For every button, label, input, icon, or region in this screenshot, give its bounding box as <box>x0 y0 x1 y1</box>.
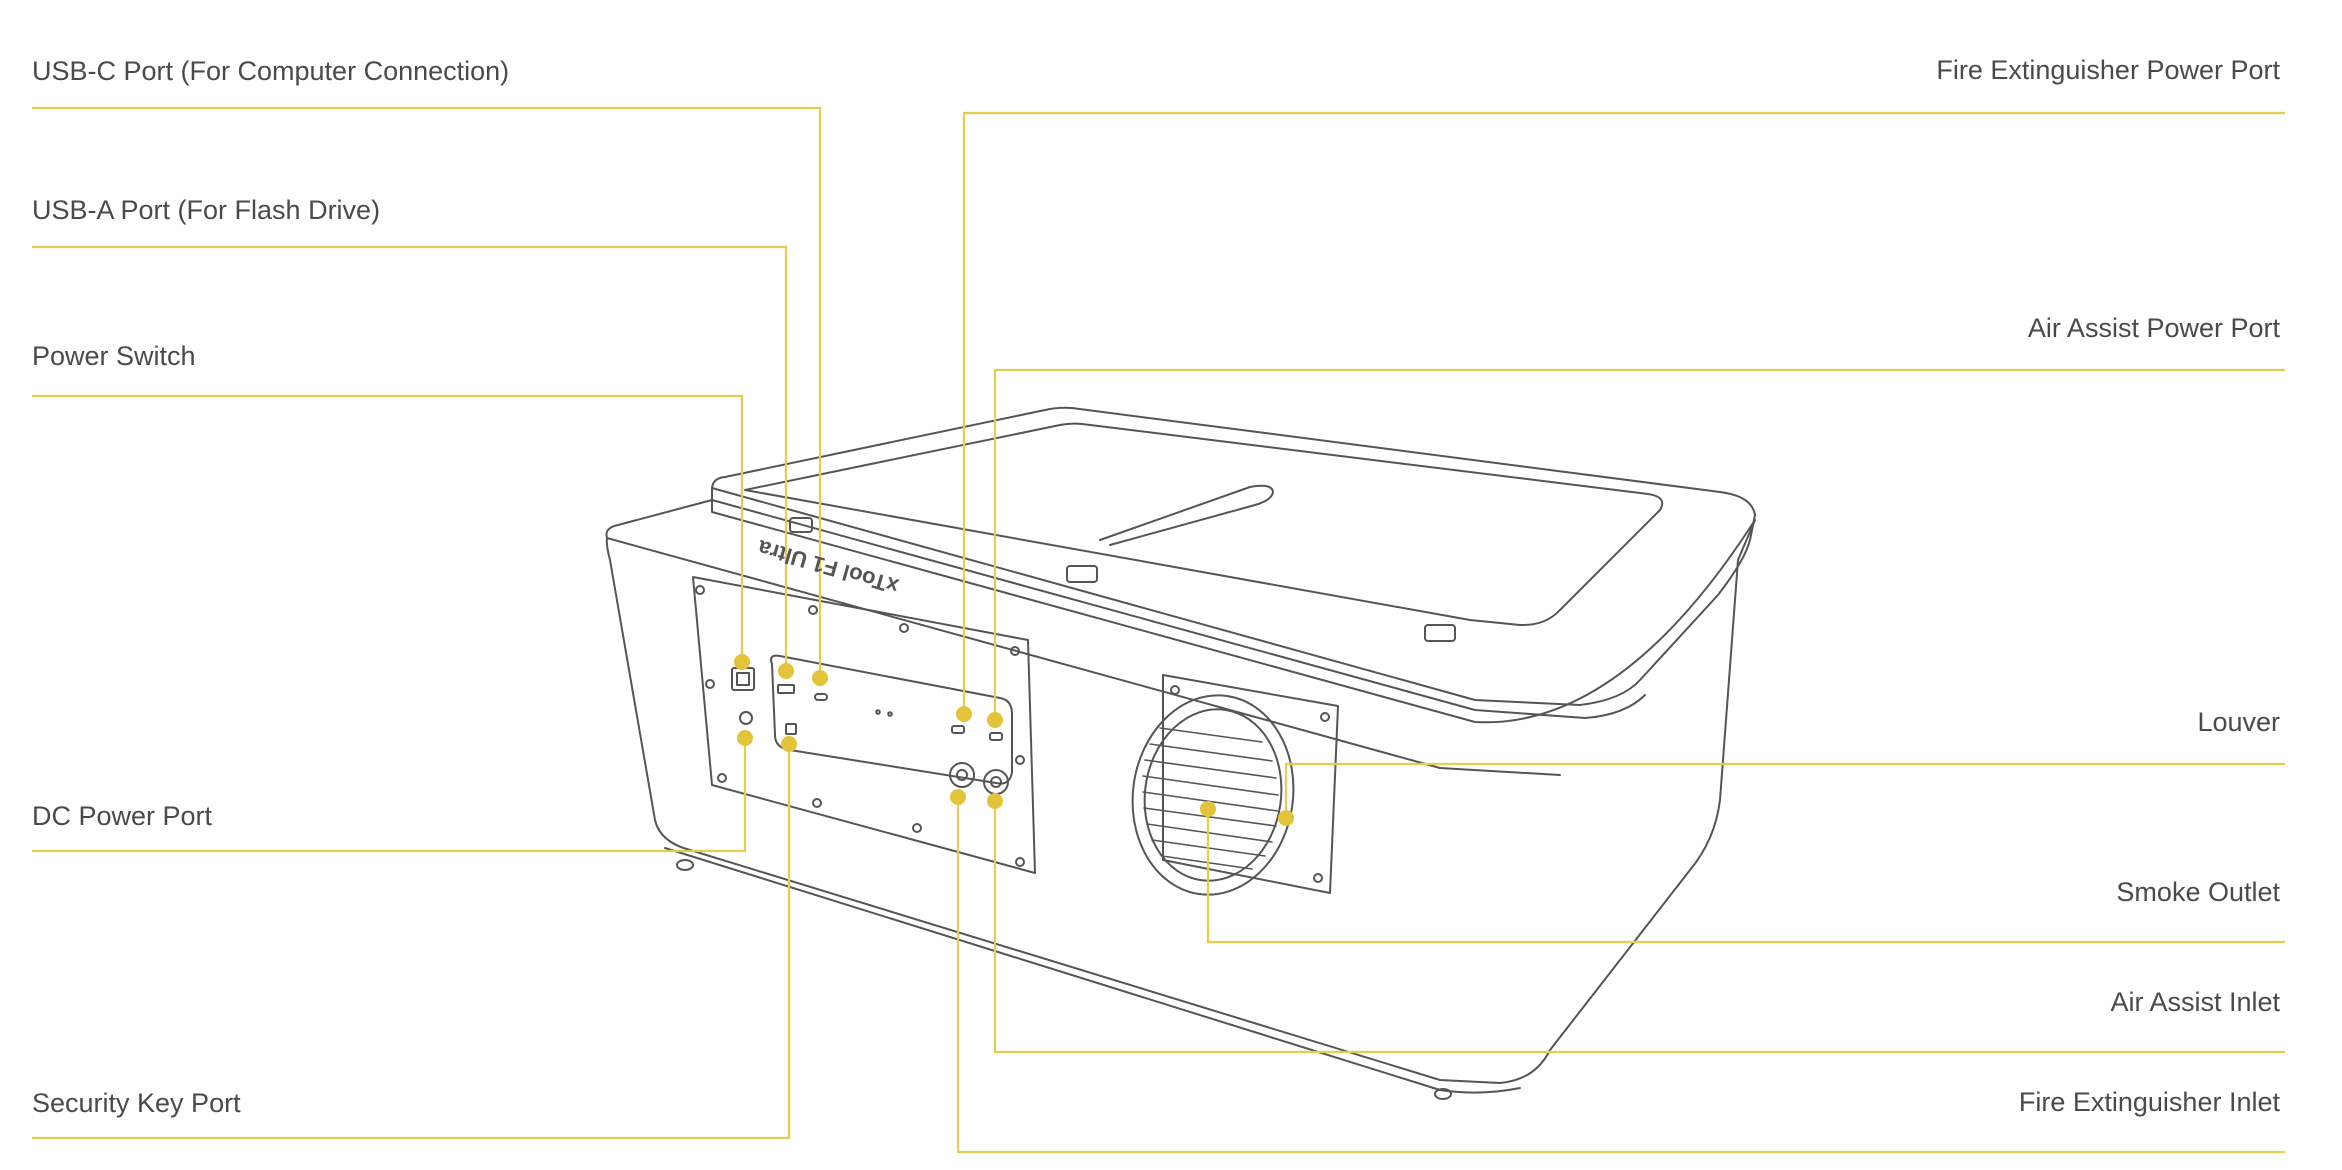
leader-dc-power <box>32 738 747 853</box>
dot-air-assist-power <box>987 712 1003 728</box>
dot-smoke-outlet <box>1200 801 1216 817</box>
hinge-center <box>1066 565 1098 583</box>
dot-dc-power <box>737 730 753 746</box>
control-panel <box>692 576 1036 874</box>
foot-left <box>676 859 694 871</box>
lid-handle <box>1099 484 1274 546</box>
usb-c-slot <box>814 693 828 701</box>
leader-fire-ext-power <box>962 111 2285 714</box>
leader-fire-ext-inlet <box>956 797 2285 1154</box>
fire-ext-inlet-nozzle <box>949 762 975 788</box>
leader-usb-a <box>32 245 788 670</box>
callout-dots <box>734 654 1294 826</box>
dot-power-switch <box>734 654 750 670</box>
label-fire-extinguisher-inlet: Fire Extinguisher Inlet <box>2018 1087 2280 1117</box>
dot-air-assist-inlet <box>987 793 1003 809</box>
power-switch-body <box>731 667 755 691</box>
control-panel-inner <box>770 654 1013 785</box>
leader-air-assist-power <box>993 368 2285 719</box>
dot-security-key <box>781 736 797 752</box>
fire-ext-power-slot <box>951 725 965 734</box>
label-air-assist-inlet: Air Assist Inlet <box>2110 987 2280 1017</box>
dot-usb-a <box>778 663 794 679</box>
leader-usb-c <box>32 106 822 676</box>
air-assist-power-slot <box>989 732 1003 741</box>
body-bottom-edge <box>664 847 1521 1094</box>
dot-fire-ext-inlet <box>950 789 966 805</box>
lid-outline <box>711 406 1756 706</box>
label-usb-a-port: USB-A Port (For Flash Drive) <box>32 195 381 225</box>
leader-security-key <box>32 744 791 1140</box>
leader-air-assist-inlet <box>993 801 2285 1054</box>
leader-lines <box>32 106 2285 1154</box>
dot-louver <box>1278 810 1294 826</box>
label-smoke-outlet: Smoke Outlet <box>2116 877 2280 907</box>
security-slot <box>785 723 797 735</box>
lid-window <box>744 422 1664 627</box>
leader-power-switch <box>32 394 744 661</box>
label-air-assist-power-port: Air Assist Power Port <box>2027 313 2280 343</box>
label-usb-c-port: USB-C Port (For Computer Connection) <box>32 56 510 86</box>
dot-fire-ext-power <box>956 706 972 722</box>
label-security-key-port: Security Key Port <box>32 1088 241 1118</box>
louver-ring-outer <box>1131 694 1295 896</box>
label-dc-power-port: DC Power Port <box>32 801 213 831</box>
body-top-edge <box>606 537 1561 776</box>
dot-usb-c <box>812 670 828 686</box>
label-fire-extinguisher-power-port: Fire Extinguisher Power Port <box>1936 55 2280 85</box>
foot-right <box>1434 1088 1452 1100</box>
hinge-right <box>1424 624 1456 642</box>
usb-a-slot <box>777 684 795 694</box>
hinge-left <box>789 517 813 533</box>
leader-smoke-outlet <box>1206 809 2285 944</box>
dc-port-ring <box>739 711 753 725</box>
body-outline <box>605 499 1756 1084</box>
label-power-switch: Power Switch <box>32 341 196 371</box>
leader-louver <box>1284 762 2285 818</box>
exhaust-flange <box>1162 674 1339 894</box>
lid-front-edge <box>711 487 1646 719</box>
louver-ring-inner <box>1143 708 1283 882</box>
label-louver: Louver <box>2197 707 2280 737</box>
